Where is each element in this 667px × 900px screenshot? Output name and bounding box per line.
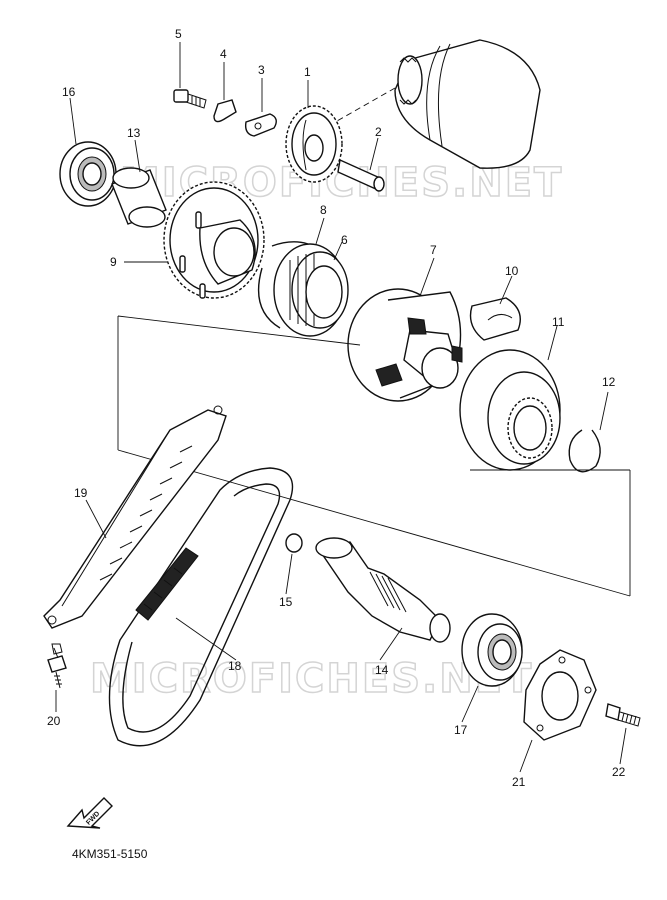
idler-gear-1 xyxy=(285,105,343,183)
bushing-13 xyxy=(111,167,167,228)
bolt-20 xyxy=(47,643,67,689)
bearing-16 xyxy=(59,141,117,207)
one-way-bearing-6 xyxy=(273,243,349,337)
starter-clutch-7 xyxy=(347,288,463,402)
callout-16: 16 xyxy=(62,85,76,99)
starter-motor xyxy=(394,39,541,169)
callout-15: 15 xyxy=(279,595,293,609)
assembly-outline xyxy=(117,315,631,597)
plate-10 xyxy=(469,297,521,341)
callout-3: 3 xyxy=(258,63,265,77)
callout-4: 4 xyxy=(220,47,227,61)
callout-14: 14 xyxy=(375,663,389,677)
callout-10: 10 xyxy=(505,264,519,278)
shaft-2 xyxy=(337,158,385,192)
callout-18: 18 xyxy=(228,659,242,673)
fwd-arrow-icon: FWD xyxy=(66,797,113,829)
clutch-gear-9 xyxy=(163,181,265,299)
callout-2: 2 xyxy=(375,125,382,139)
washer-15 xyxy=(285,533,303,553)
callout-13: 13 xyxy=(127,126,141,140)
callout-19: 19 xyxy=(74,486,88,500)
callouts: 5 4 3 1 2 16 13 9 8 6 7 10 11 12 19 15 1… xyxy=(47,27,626,789)
callout-1: 1 xyxy=(304,65,311,79)
callout-6: 6 xyxy=(341,233,348,247)
callout-22: 22 xyxy=(612,765,626,779)
bolt-22 xyxy=(605,703,641,727)
plate-3 xyxy=(244,113,277,137)
chain-guide-19 xyxy=(43,405,227,629)
callout-17: 17 xyxy=(454,723,468,737)
part-code: 4KM351-5150 xyxy=(72,847,148,861)
shaft-14 xyxy=(315,537,451,643)
watermark-bottom: MICROFICHES.NET xyxy=(90,656,533,702)
callout-9: 9 xyxy=(110,255,117,269)
callout-7: 7 xyxy=(430,243,437,257)
callout-21: 21 xyxy=(512,775,526,789)
bearing-17 xyxy=(461,613,523,687)
circlip-12 xyxy=(568,429,601,473)
gear-housing-11 xyxy=(459,349,561,471)
chain-18 xyxy=(108,467,294,747)
plate-21 xyxy=(523,649,597,741)
callout-20: 20 xyxy=(47,714,61,728)
callout-12: 12 xyxy=(602,375,616,389)
lock-washer-4 xyxy=(213,99,237,123)
callout-11: 11 xyxy=(552,315,565,329)
leader-lines xyxy=(55,42,627,773)
callout-5: 5 xyxy=(175,27,182,41)
bolt-5 xyxy=(173,89,207,109)
callout-8: 8 xyxy=(320,203,327,217)
